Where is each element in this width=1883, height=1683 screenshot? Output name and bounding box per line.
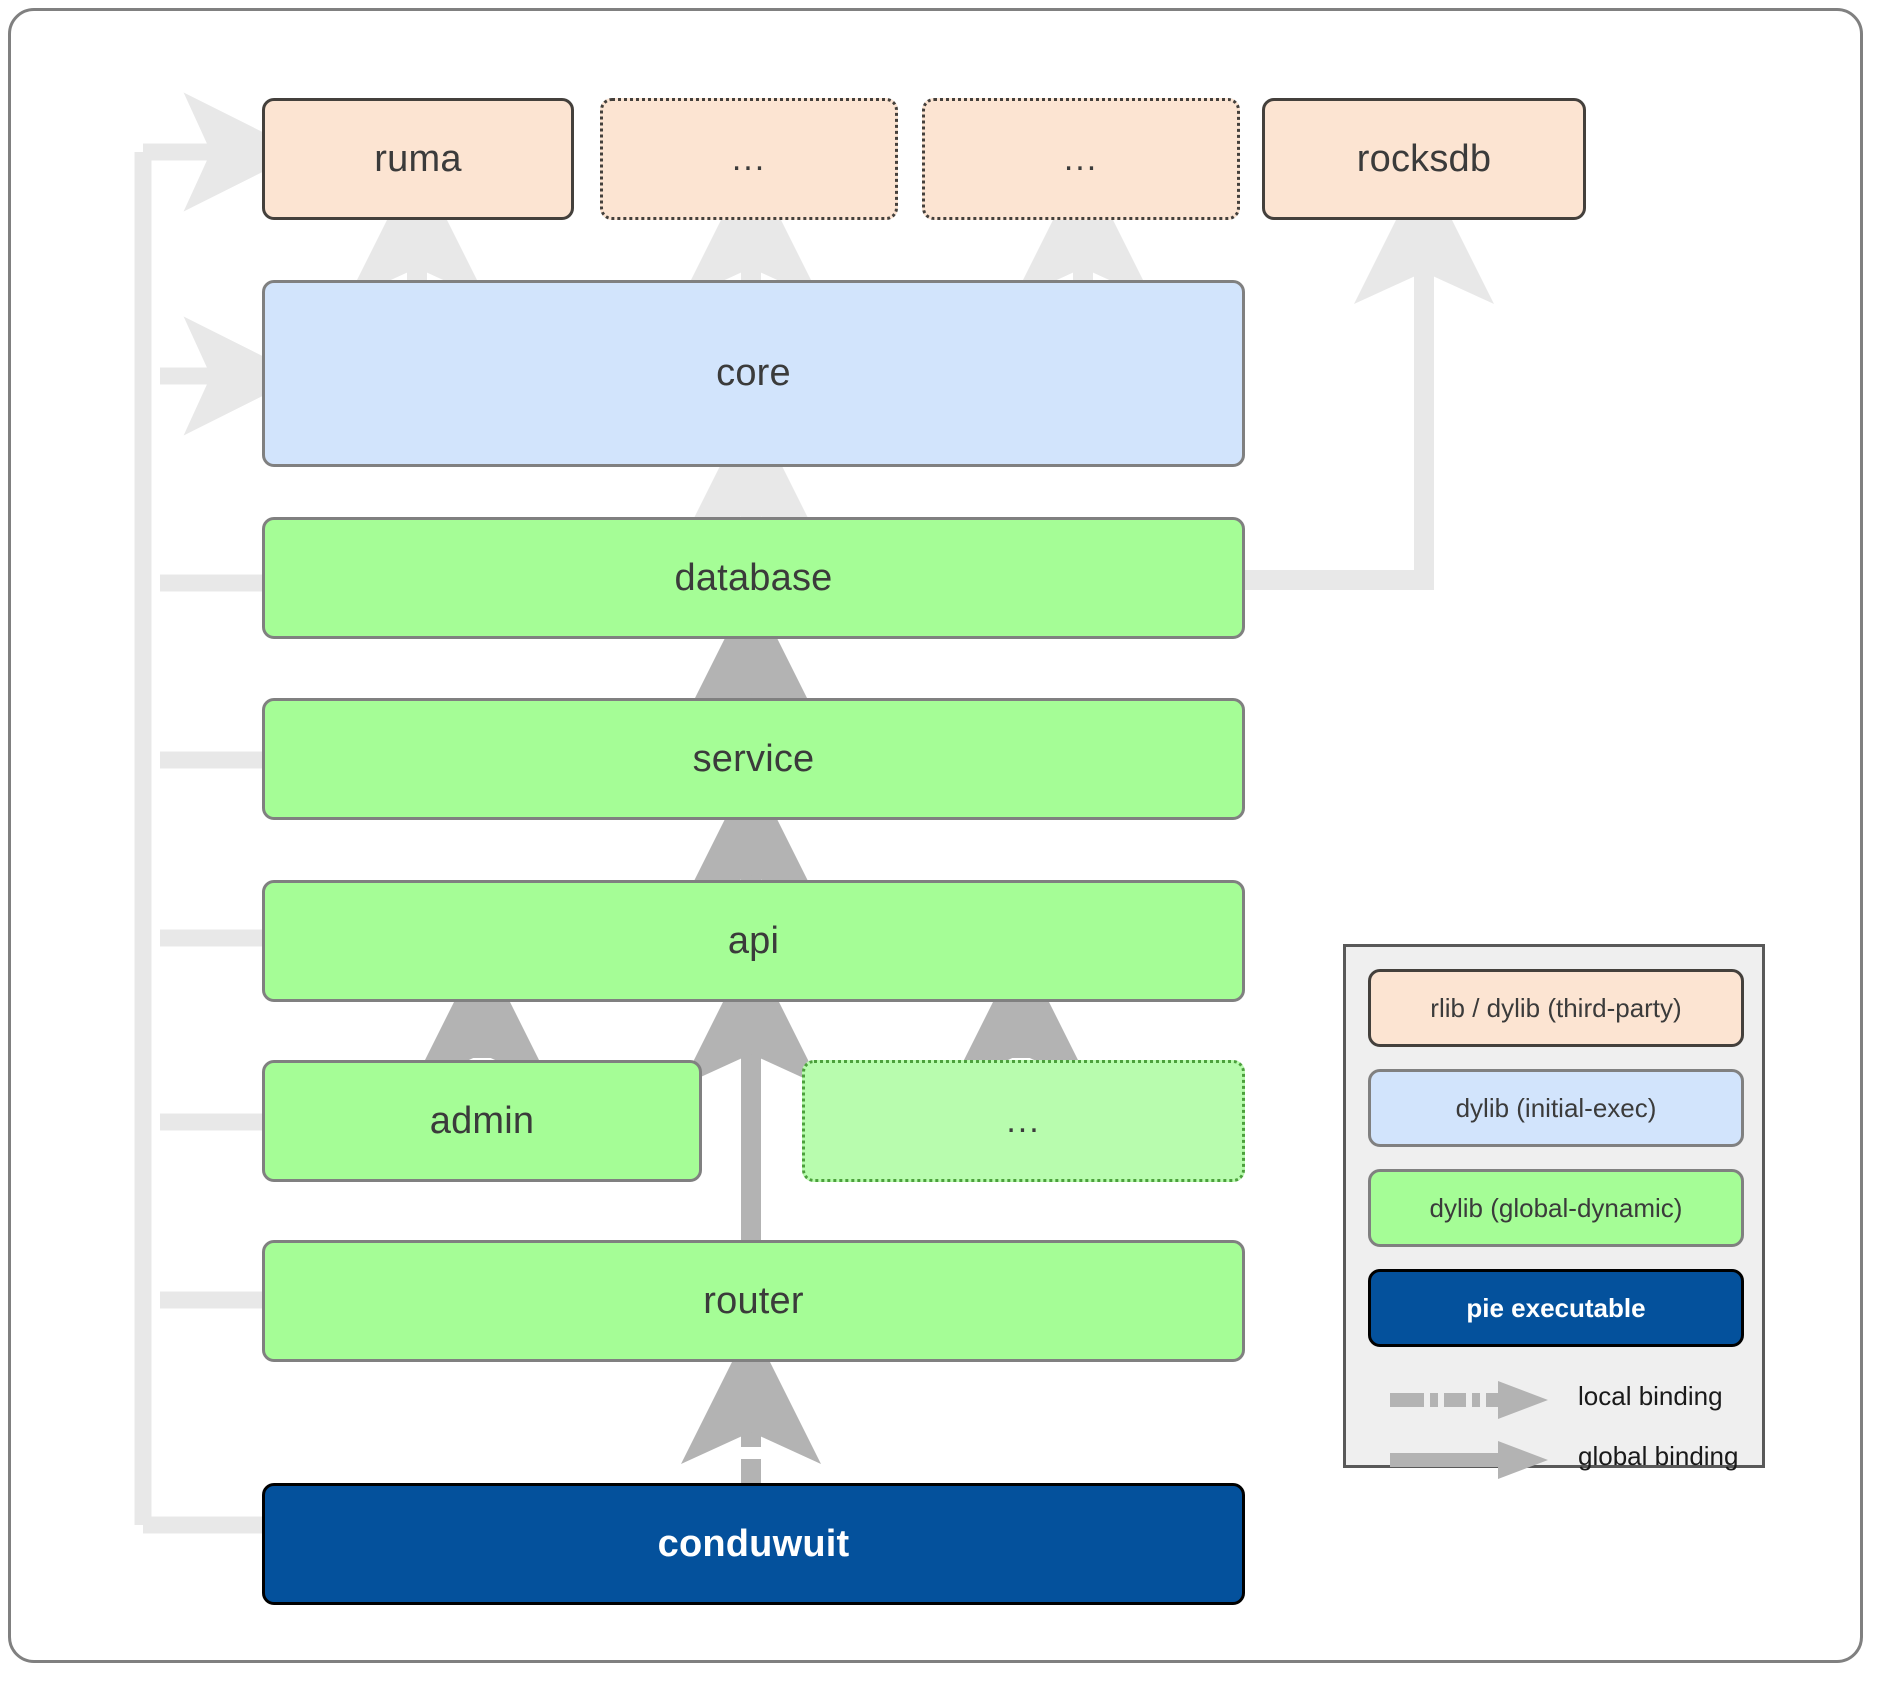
legend-swatch-pie-executable-label: pie executable: [1466, 1292, 1646, 1323]
node-database-label: database: [674, 556, 833, 599]
legend-swatch-pie-executable[interactable]: pie executable: [1368, 1269, 1744, 1347]
node-ruma-label: ruma: [374, 137, 462, 180]
node-core-label: core: [716, 352, 791, 394]
node-conduwuit-label: conduwuit: [657, 1522, 850, 1565]
node-admin-label: admin: [429, 1099, 535, 1142]
legend-row-global-binding: global binding: [1368, 1435, 1752, 1487]
node-api[interactable]: api: [262, 880, 1245, 1002]
node-ellipsis-third-party-1-label: ...: [731, 139, 767, 178]
legend-local-binding-label: local binding: [1578, 1381, 1723, 1411]
legend-row-local-binding: local binding: [1368, 1375, 1752, 1427]
node-router-label: router: [703, 1279, 804, 1322]
node-rocksdb-label: rocksdb: [1356, 137, 1492, 180]
node-ruma[interactable]: ruma: [262, 98, 574, 220]
node-ellipsis-third-party-2-label: ...: [1063, 139, 1099, 178]
legend-swatch-global-dynamic-label: dylib (global-dynamic): [1429, 1192, 1683, 1223]
legend-swatch-global-dynamic[interactable]: dylib (global-dynamic): [1368, 1169, 1744, 1247]
legend-swatch-initial-exec[interactable]: dylib (initial-exec): [1368, 1069, 1744, 1147]
legend-swatch-initial-exec-label: dylib (initial-exec): [1455, 1092, 1657, 1123]
node-service-label: service: [692, 737, 815, 780]
dashed-arrow-icon: [1390, 1381, 1548, 1419]
node-admin[interactable]: admin: [262, 1060, 702, 1182]
node-router[interactable]: router: [262, 1240, 1245, 1362]
legend-global-binding-label: global binding: [1578, 1441, 1739, 1471]
node-api-label: api: [727, 919, 780, 962]
node-rocksdb[interactable]: rocksdb: [1262, 98, 1586, 220]
solid-arrow-icon: [1390, 1441, 1548, 1479]
node-ellipsis-global-dynamic[interactable]: ...: [802, 1060, 1245, 1182]
legend-swatch-third-party-label: rlib / dylib (third-party): [1430, 992, 1682, 1023]
node-ellipsis-global-dynamic-label: ...: [1006, 1101, 1041, 1140]
node-ellipsis-third-party-1[interactable]: ...: [600, 98, 898, 220]
node-core[interactable]: core: [262, 280, 1245, 467]
legend-panel: rlib / dylib (third-party) dylib (initia…: [1343, 944, 1765, 1479]
node-ellipsis-third-party-2[interactable]: ...: [922, 98, 1240, 220]
node-service[interactable]: service: [262, 698, 1245, 820]
node-database[interactable]: database: [262, 517, 1245, 639]
node-conduwuit[interactable]: conduwuit: [262, 1483, 1245, 1605]
legend-swatch-third-party[interactable]: rlib / dylib (third-party): [1368, 969, 1744, 1047]
